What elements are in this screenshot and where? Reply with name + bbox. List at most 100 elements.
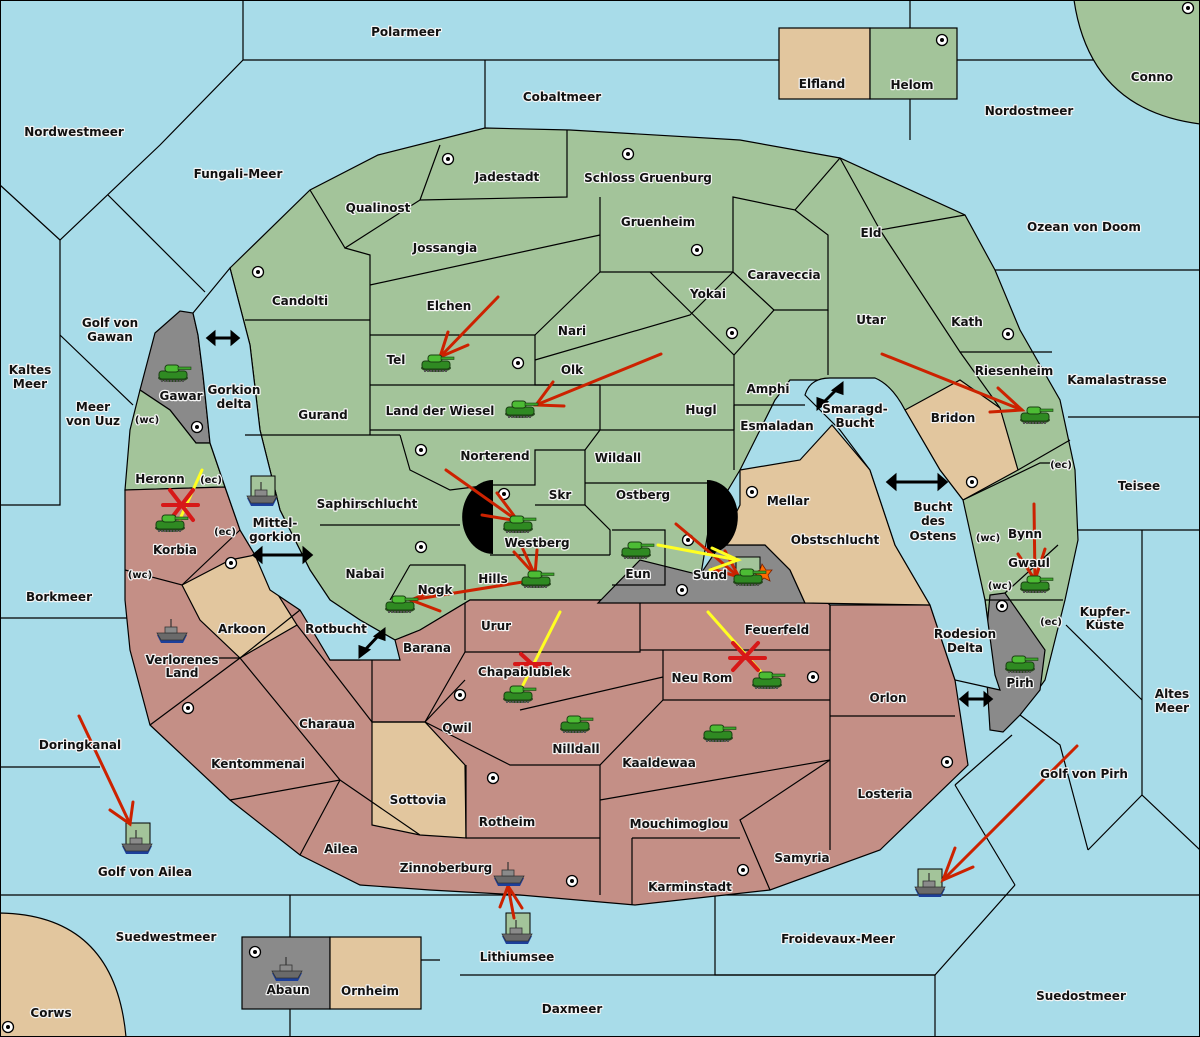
province-label: Ostberg (616, 488, 670, 502)
province-label: Abaun (266, 983, 309, 997)
sea-label: Delta (947, 641, 983, 655)
supply-center-icon (414, 443, 428, 457)
province-label: Heronn (135, 472, 184, 486)
supply-center-icon (1001, 327, 1015, 341)
province-label: Hugl (685, 403, 716, 417)
sea-label: Daxmeer (542, 1002, 603, 1016)
sea-label: Nordwestmeer (24, 125, 124, 139)
province-label: Schloss Gruenburg (584, 171, 712, 185)
sea-label: Gorkion (208, 383, 261, 397)
province-elfland[interactable] (778, 27, 871, 100)
sea-label: Gawan (87, 330, 133, 344)
province-label: Qualinost (346, 201, 411, 215)
sea-label: Rotbucht (305, 622, 367, 636)
province-label: Mellar (767, 494, 809, 508)
province-label: Gawar (159, 389, 202, 403)
province-label: Land (166, 666, 199, 680)
map-labels: Polarmeer Cobaltmeer Nordostmeer Nordwes… (8, 24, 1191, 1021)
sea-label: Nordostmeer (985, 104, 1074, 118)
province-label: Neu Rom (672, 671, 733, 685)
province-label: Rotheim (479, 815, 536, 829)
coast-label: (ec) (1050, 460, 1072, 471)
province-label: Skr (549, 488, 572, 502)
province-label: Nari (558, 324, 586, 338)
sea-label: Golf von Ailea (98, 865, 192, 879)
province-label: Barana (403, 641, 451, 655)
province-label: Wildall (595, 451, 641, 465)
sea-label: Kamalastrasse (1067, 373, 1167, 387)
province-label: Obstschlucht (791, 533, 880, 547)
province-label: Bynn (1008, 527, 1042, 541)
province-label: Caraveccia (747, 268, 820, 282)
sea-label: Meer (13, 377, 47, 391)
province-label: Yokai (689, 287, 726, 301)
province-label: Jossangia (412, 241, 477, 255)
province-label: Land der Wiesel (386, 404, 495, 418)
sea-label: Froidevaux-Meer (781, 932, 895, 946)
province-corws[interactable] (0, 912, 127, 1037)
sea-label: Kaltes (9, 363, 52, 377)
coast-label: (ec) (200, 475, 222, 486)
supply-center-icon (486, 771, 500, 785)
sea-label: Teisee (1118, 479, 1160, 493)
sea-label: des (921, 514, 945, 528)
supply-center-icon (441, 152, 455, 166)
sea-label: Kupfer- (1080, 605, 1130, 619)
sea-label: Altes (1155, 687, 1189, 701)
supply-center-icon (181, 701, 195, 715)
province-label: Eun (625, 567, 650, 581)
province-label: Conno (1131, 70, 1173, 84)
province-ornheim[interactable] (329, 936, 422, 1010)
supply-center-icon (414, 540, 428, 554)
province-label: Chapablublek (478, 665, 571, 679)
province-label: Jadestadt (474, 170, 540, 184)
province-label: Candolti (272, 294, 328, 308)
province-label: Nabai (346, 567, 385, 581)
sea-label: Cobaltmeer (523, 90, 601, 104)
sea-label: Rodesion (934, 627, 996, 641)
province-label: Urur (481, 619, 511, 633)
province-label: Sund (693, 568, 727, 582)
sea-label: Küste (1086, 618, 1125, 632)
sea-label: Lithiumsee (480, 950, 555, 964)
province-label: Amphi (746, 382, 789, 396)
province-label: Mouchimoglou (630, 817, 729, 831)
supply-center-icon (745, 485, 759, 499)
supply-center-icon (736, 863, 750, 877)
sea-label: Mittel- (253, 516, 298, 530)
supply-center-icon (1181, 1, 1195, 15)
province-label: Norterend (460, 449, 529, 463)
coast-label: (wc) (135, 415, 159, 426)
coast-label: (wc) (128, 570, 152, 581)
supply-center-icon (935, 33, 949, 47)
sea-label: Meer (76, 400, 110, 414)
supply-center-icon (806, 670, 820, 684)
sea-label: Borkmeer (26, 590, 92, 604)
province-label: Feuerfeld (745, 623, 810, 637)
province-label: Qwil (442, 721, 472, 735)
coast-label: (ec) (1040, 617, 1062, 628)
province-label: Corws (30, 1006, 71, 1020)
province-label: Samyria (774, 851, 829, 865)
supply-center-icon (1, 1020, 15, 1034)
supply-center-icon (940, 755, 954, 769)
sea-label: von Uuz (66, 414, 120, 428)
inner-waters (192, 266, 1001, 691)
province-label: Helom (890, 78, 933, 92)
sea-label: Fungali-Meer (194, 167, 283, 181)
province-label: Karminstadt (648, 880, 732, 894)
province-label: Bridon (931, 411, 976, 425)
sea-label: Golf von (82, 316, 138, 330)
province-label: Gwaul (1008, 556, 1050, 570)
province-conno[interactable] (1073, 0, 1200, 125)
sea-label: Smaragd- (822, 402, 887, 416)
sea-label: Bucht (913, 500, 952, 514)
province-label: Gruenheim (621, 215, 695, 229)
province-label: Eld (861, 226, 882, 240)
province-label: Nogk (418, 583, 454, 597)
supply-center-icon (224, 556, 238, 570)
province-label: Nilldall (552, 742, 599, 756)
province-label: Kentommenai (211, 757, 305, 771)
